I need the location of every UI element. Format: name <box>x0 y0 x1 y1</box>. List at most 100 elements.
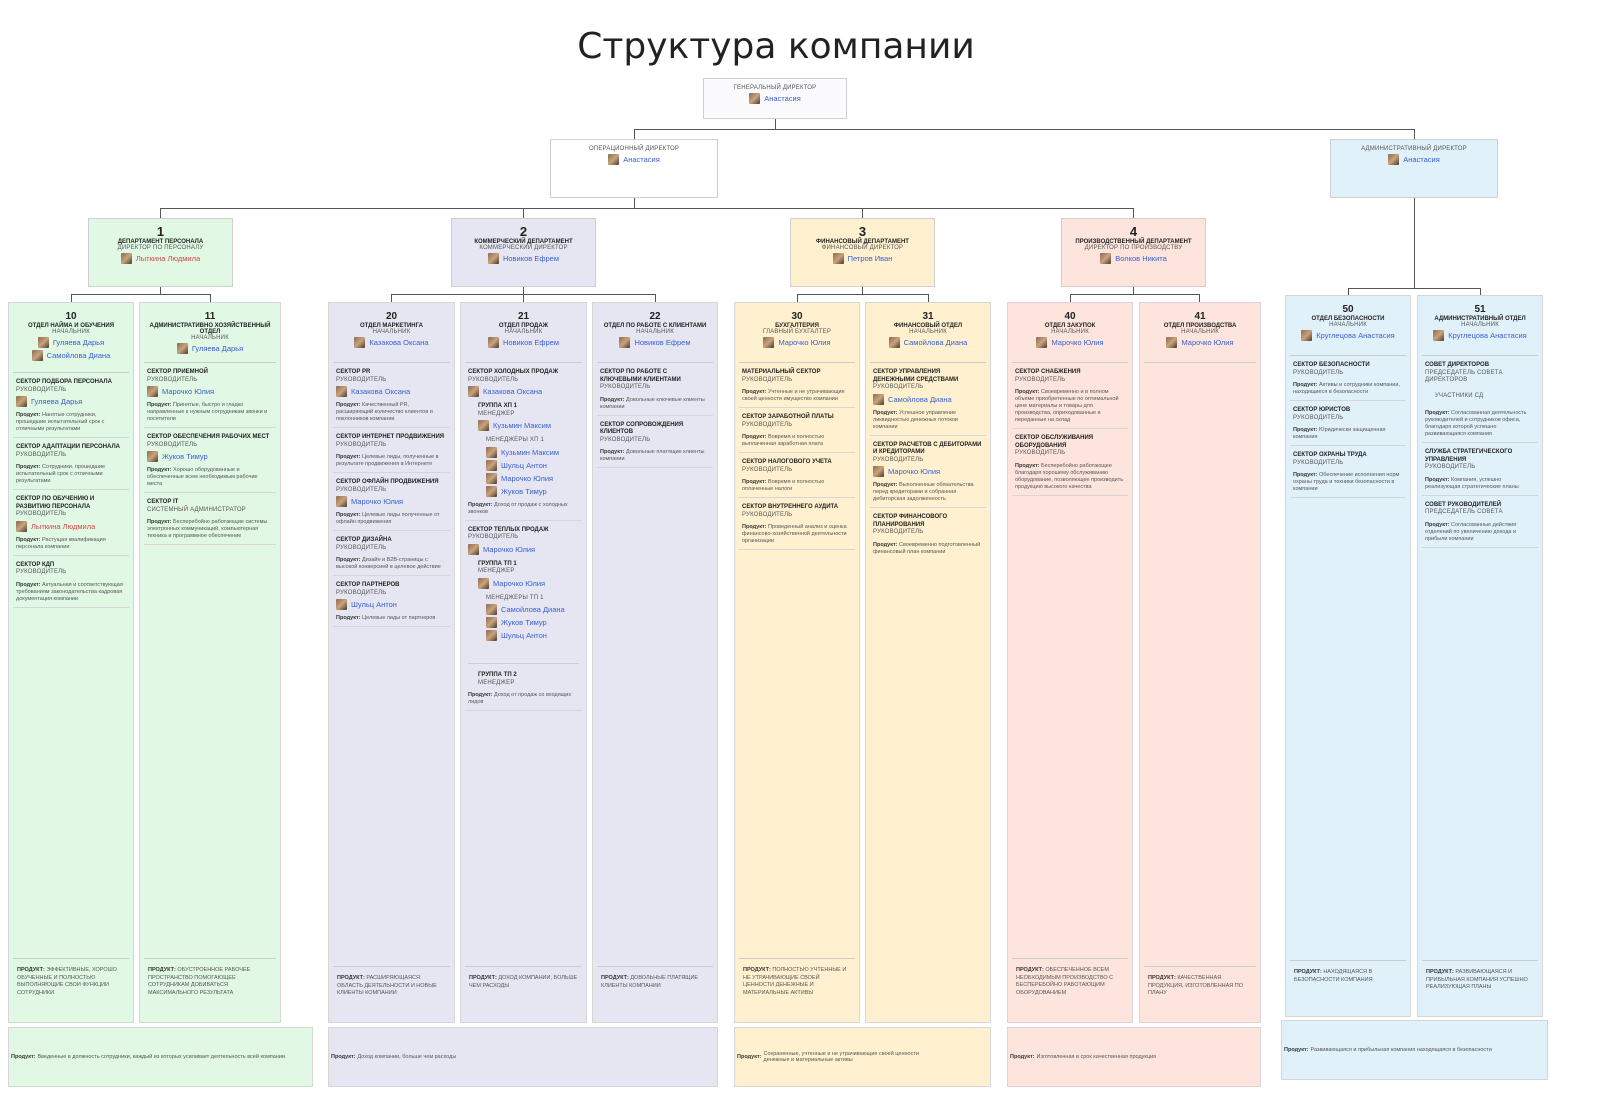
division-number: 51 <box>1474 304 1486 315</box>
division-role: НАЧАЛЬНИК <box>372 329 411 335</box>
ceo-card[interactable]: ГЕНЕРАЛЬНЫЙ ДИРЕКТОР Анастасия <box>703 78 847 119</box>
avatar <box>468 386 479 397</box>
group-person[interactable]: Кузьмин Максим <box>478 420 579 431</box>
sector-person[interactable]: Жуков Тимур <box>147 451 273 462</box>
group-person[interactable]: Марочко Юлия <box>478 577 579 589</box>
avatar <box>354 337 366 348</box>
avatar <box>486 630 497 641</box>
division-person[interactable]: Круглецова Анастасия <box>1422 330 1538 341</box>
division-person[interactable]: Казакова Оксана <box>333 337 450 348</box>
division-person[interactable]: Самойлова Диана <box>13 350 129 361</box>
avatar <box>1301 330 1313 341</box>
division-name: БУХГАЛТЕРИЯ <box>775 323 819 329</box>
manager-person[interactable]: Жуков Тимур <box>486 485 579 497</box>
manager-person[interactable]: Шульц Антон <box>486 459 579 471</box>
division-column-22: 22 ОТДЕЛ ПО РАБОТЕ С КЛИЕНТАМИ НАЧАЛЬНИК… <box>592 302 718 1023</box>
department-number: 4 <box>1129 224 1138 239</box>
coo-card[interactable]: ОПЕРАЦИОННЫЙ ДИРЕКТОР Анастасия <box>550 139 718 198</box>
sector-person[interactable]: Казакова Оксана <box>468 386 579 397</box>
sector-person[interactable]: Лыткина Людмила <box>16 520 126 532</box>
department-person[interactable]: Петров Иван <box>791 253 934 264</box>
division-column-30: 30 БУХГАЛТЕРИЯ ГЛАВНЫЙ БУХГАЛТЕР Марочко… <box>734 302 860 1023</box>
avatar <box>1036 337 1048 348</box>
manager-person[interactable]: Жуков Тимур <box>486 617 579 628</box>
sector[interactable]: СЕКТОР РАСЧЕТОВ С ДЕБИТОРАМИ И КРЕДИТОРА… <box>870 436 986 508</box>
manager-person[interactable]: Кузьмин Максим <box>486 446 579 458</box>
avatar <box>478 577 489 589</box>
sector-person[interactable]: Марочко Юлия <box>147 386 273 397</box>
manager-person[interactable]: Самойлова Диана <box>486 604 579 615</box>
division-person[interactable]: Самойлова Диана <box>870 337 986 348</box>
sector-person[interactable]: Казакова Оксана <box>336 386 447 397</box>
manager-person[interactable]: Марочко Юлия <box>486 472 579 484</box>
sector-person[interactable]: Гуляева Дарья <box>16 396 126 407</box>
division-person[interactable]: Марочко Юлия <box>1012 337 1128 348</box>
division-person[interactable]: Круглецова Анастасия <box>1290 330 1406 341</box>
sector-person[interactable]: Самойлова Диана <box>873 393 983 405</box>
department-role: ДИРЕКТОР ПО ПЕРСОНАЛУ <box>117 245 204 251</box>
manager-person[interactable]: Шульц Антон <box>486 630 579 641</box>
division-person[interactable]: Гуляева Дарья <box>13 337 129 348</box>
department-card[interactable]: 4 ПРОИЗВОДСТВЕННЫЙ ДЕПАРТАМЕНТ ДИРЕКТОР … <box>1061 218 1206 287</box>
department-person[interactable]: Волков Никита <box>1062 253 1205 264</box>
sector-person[interactable]: Марочко Юлия <box>336 496 447 507</box>
department-card[interactable]: 2 КОММЕРЧЕСКИЙ ДЕПАРТАМЕНТ КОММЕРЧЕСКИЙ … <box>451 218 596 287</box>
cao-card[interactable]: АДМИНИСТРАТИВНЫЙ ДИРЕКТОР Анастасия <box>1330 139 1498 198</box>
division-person[interactable]: Марочко Юлия <box>739 337 855 348</box>
division-name: ОТДЕЛ МАРКЕТИНГА <box>360 323 423 329</box>
department-card[interactable]: 1 ДЕПАРТАМЕНТ ПЕРСОНАЛА ДИРЕКТОР ПО ПЕРС… <box>88 218 233 287</box>
division-role: НАЧАЛЬНИК <box>1329 322 1367 328</box>
division-person[interactable]: Гуляева Дарья <box>144 343 276 354</box>
division-product: ПРОДУКТ: ОБЕСПЕЧЕННОЕ ВСЕМ НЕОБХОДИМЫМ П… <box>1012 958 1128 1016</box>
department-person[interactable]: Лыткина Людмила <box>89 253 232 264</box>
ceo-person[interactable]: Анастасия <box>704 93 846 104</box>
department-role: ФИНАНСОВЫЙ ДИРЕКТОР <box>821 245 904 251</box>
sector-person[interactable]: Марочко Юлия <box>468 543 579 555</box>
department-role: КОММЕРЧЕСКИЙ ДИРЕКТОР <box>479 245 568 251</box>
department-card[interactable]: 3 ФИНАНСОВЫЙ ДЕПАРТАМЕНТ ФИНАНСОВЫЙ ДИРЕ… <box>790 218 935 287</box>
division-person[interactable]: Новиков Ефрем <box>465 337 582 348</box>
cao-person[interactable]: Анастасия <box>1331 154 1497 165</box>
division-product: ПРОДУКТ: ОБУСТРОЕННОЕ РАБОЧЕЕ ПРОСТРАНСТ… <box>144 958 276 1016</box>
department-name: ФИНАНСОВЫЙ ДЕПАРТАМЕНТ <box>816 239 909 245</box>
division-name: ОТДЕЛ ЗАКУПОК <box>1044 323 1096 329</box>
sector-person[interactable]: Марочко Юлия <box>873 466 983 477</box>
division-person[interactable]: Новиков Ефрем <box>597 337 713 348</box>
department-person[interactable]: Новиков Ефрем <box>452 253 595 264</box>
cao-role: АДМИНИСТРАТИВНЫЙ ДИРЕКТОР <box>1361 146 1467 152</box>
coo-person[interactable]: Анастасия <box>551 154 717 165</box>
division-role: НАЧАЛЬНИК <box>1051 329 1089 335</box>
division-person[interactable]: Марочко Юлия <box>1144 337 1256 348</box>
sector-person[interactable]: Шульц Антон <box>336 599 447 610</box>
